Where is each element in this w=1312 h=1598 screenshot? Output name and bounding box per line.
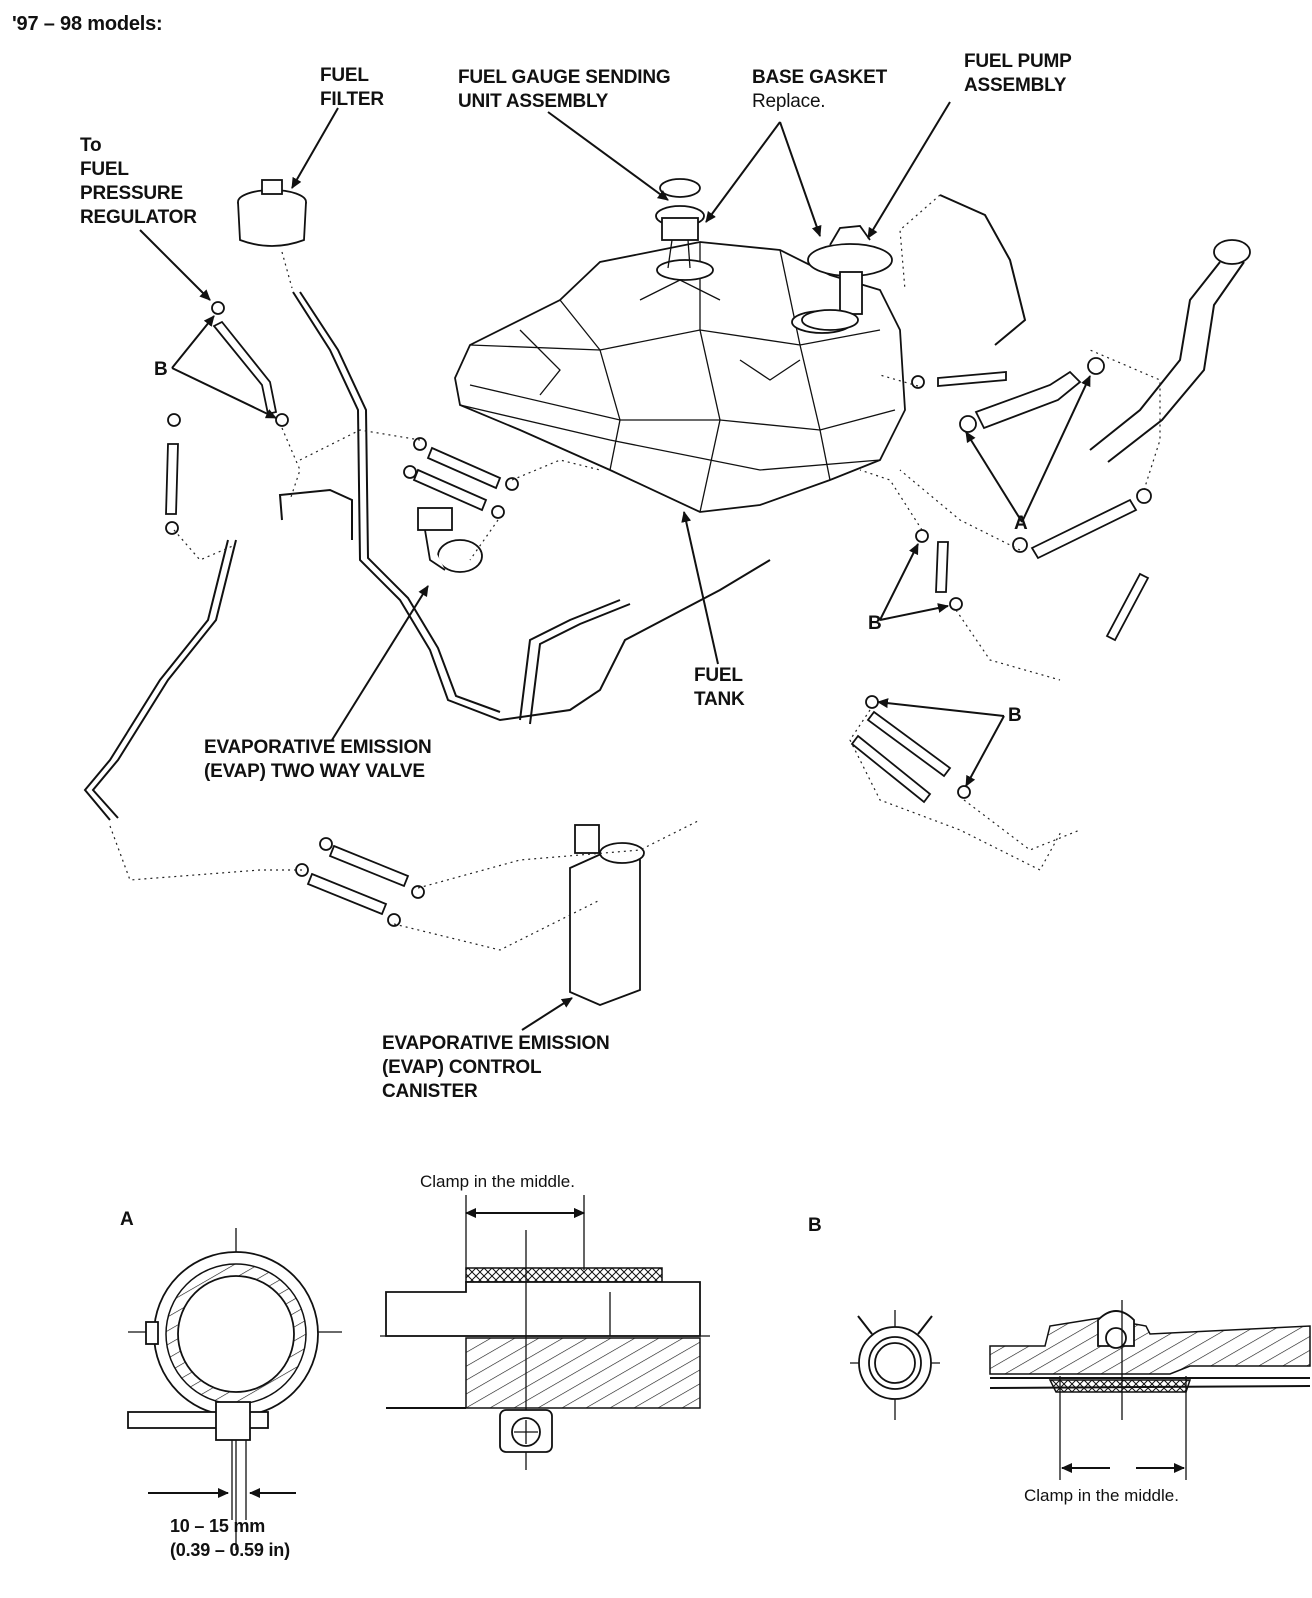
fuel-tank-label: FUEL TANK — [694, 665, 745, 710]
detail-a-note: Clamp in the middle. — [420, 1172, 575, 1191]
detail-a-section-view — [380, 1195, 710, 1470]
callout-a-1: A — [1014, 513, 1028, 534]
fuel-filter — [237, 179, 307, 289]
evap-two-way-valve — [417, 507, 483, 573]
fuel-filter-label: FUEL FILTER — [320, 65, 384, 110]
callout-b-2: B — [868, 613, 882, 634]
base-gasket-label: BASE GASKET Replace. — [752, 67, 888, 112]
fuel-pump-parts — [801, 225, 893, 331]
detail-b-note: Clamp in the middle. — [1024, 1486, 1179, 1505]
detail-a-letter: A — [120, 1209, 134, 1230]
leader-arrows — [139, 101, 1091, 1031]
evap-valve-label: EVAPORATIVE EMISSION (EVAP) TWO WAY VALV… — [204, 737, 432, 782]
sending-unit-label: FUEL GAUGE SENDING UNIT ASSEMBLY — [458, 67, 671, 112]
regulator-label: To FUEL PRESSURE REGULATOR — [80, 135, 197, 228]
connection-paths — [109, 194, 1161, 951]
page-heading: '97 – 98 models: — [12, 13, 163, 35]
detail-a-end-view — [127, 1228, 342, 1550]
detail-b-letter: B — [808, 1215, 822, 1236]
fuel-pump-label: FUEL PUMP ASSEMBLY — [964, 51, 1072, 96]
filler-neck — [939, 194, 1251, 463]
detail-a-dimension: 10 – 15 mm (0.39 – 0.59 in) — [170, 1516, 290, 1560]
fuel-tank — [454, 241, 906, 513]
callout-b-1: B — [154, 359, 168, 380]
hoses — [165, 320, 1150, 916]
detail-b-section-view — [989, 1300, 1311, 1480]
evap-canister-label: EVAPORATIVE EMISSION (EVAP) CONTROL CANI… — [382, 1033, 610, 1102]
fuel-lines — [83, 291, 771, 821]
callout-b-3: B — [1008, 705, 1022, 726]
evap-canister — [569, 824, 645, 1006]
detail-b-end-view — [850, 1310, 940, 1420]
clamps — [165, 301, 1152, 927]
sending-unit-parts — [655, 178, 705, 269]
